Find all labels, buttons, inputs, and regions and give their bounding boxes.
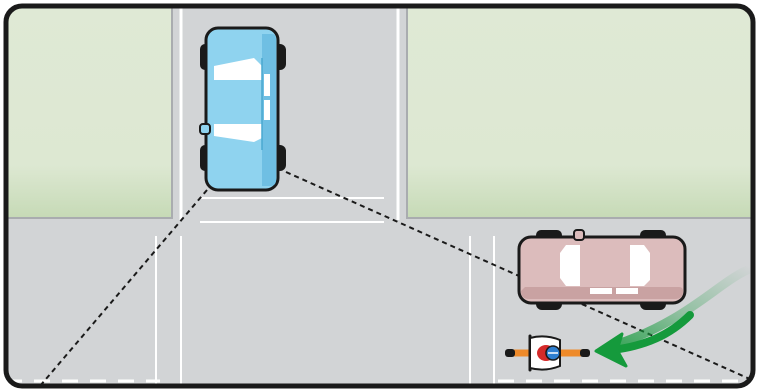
arrow-head-icon: [594, 332, 628, 368]
sight-line-left: [39, 189, 208, 386]
pink-car: [517, 229, 687, 310]
lawn-left: [6, 6, 172, 218]
frame-border: [3, 3, 756, 389]
lawn-right: [407, 6, 753, 218]
curb-edge: [406, 6, 753, 219]
blue-car: [199, 26, 286, 192]
right-hook-arrow: [608, 311, 694, 354]
curb-edge: [6, 6, 173, 219]
cyclist: [505, 334, 590, 372]
arrow-trail: [610, 263, 753, 350]
